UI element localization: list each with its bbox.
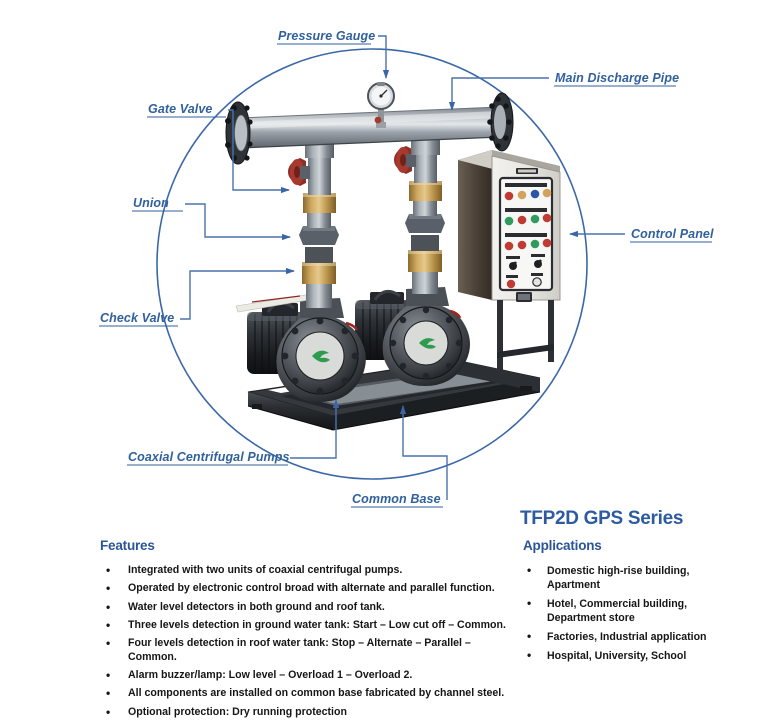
common-base-skid	[247, 359, 541, 431]
features-section: Features Integrated with two units of co…	[100, 538, 510, 724]
panel-buttons	[506, 273, 543, 289]
product-datasheet-page: Pressure Gauge Main Discharge Pipe Gate …	[0, 0, 768, 705]
list-item: Integrated with two units of coaxial cen…	[100, 563, 510, 578]
callout-label-gate-valve: Gate Valve	[148, 102, 212, 116]
control-panel-cabinet	[458, 150, 561, 370]
applications-section: Applications Domestic high-rise building…	[523, 538, 723, 668]
riser-pipe-left	[288, 155, 339, 308]
pressure-gauge-device	[367, 82, 395, 128]
callout-label-check-valve: Check Valve	[100, 311, 174, 325]
callout-label-control-panel: Control Panel	[631, 227, 714, 241]
riser-pipe-right	[394, 146, 445, 294]
booster-pump-set-illustration	[225, 82, 561, 431]
list-item: Four levels detection in roof water tank…	[100, 636, 510, 665]
list-item: Domestic high-rise building, Apartment	[523, 563, 723, 592]
features-heading: Features	[100, 538, 155, 553]
list-item: Hospital, University, School	[523, 648, 723, 664]
applications-list: Domestic high-rise building, Apartment H…	[523, 563, 723, 664]
callout-label-union: Union	[133, 196, 169, 210]
list-item: Water level detectors in both ground and…	[100, 600, 510, 615]
callout-coaxial-centrifugal-pumps: Coaxial Centrifugal Pumps	[127, 399, 340, 466]
diagram-ring	[156, 48, 588, 480]
list-item: All components are installed on common b…	[100, 686, 510, 701]
applications-heading: Applications	[523, 538, 602, 553]
list-item: Operated by electronic control broad wit…	[100, 581, 510, 596]
callout-common-base: Common Base	[351, 405, 448, 508]
coaxial-centrifugal-pump-left	[276, 298, 366, 402]
main-discharge-pipe-assembly	[225, 92, 514, 165]
product-diagram: Pressure Gauge Main Discharge Pipe Gate …	[99, 29, 714, 508]
indicator-row-1	[504, 183, 552, 201]
selector-switches	[506, 254, 545, 270]
indicator-row-3	[504, 233, 552, 251]
callout-pressure-gauge: Pressure Gauge	[277, 29, 390, 79]
callout-control-panel: Control Panel	[569, 227, 714, 243]
callout-main-discharge-pipe: Main Discharge Pipe	[448, 71, 679, 111]
features-list: Integrated with two units of coaxial cen…	[100, 563, 510, 720]
callout-union: Union	[132, 196, 291, 241]
list-item: Three levels detection in ground water t…	[100, 618, 510, 633]
series-title: TFP2D GPS Series	[520, 508, 684, 529]
callout-label-coaxial-centrifugal-pumps: Coaxial Centrifugal Pumps	[128, 450, 290, 464]
callout-label-main-discharge-pipe: Main Discharge Pipe	[555, 71, 679, 85]
callout-check-valve: Check Valve	[99, 267, 295, 327]
callout-label-pressure-gauge: Pressure Gauge	[278, 29, 375, 43]
list-item: Optional protection: Dry running protect…	[100, 705, 510, 720]
list-item: Alarm buzzer/lamp: Low level – Overload …	[100, 668, 510, 683]
callout-label-common-base: Common Base	[352, 492, 441, 506]
list-item: Factories, Industrial application	[523, 629, 723, 645]
flange-right	[487, 92, 514, 152]
flange-left	[225, 101, 253, 165]
callout-gate-valve: Gate Valve	[147, 102, 290, 194]
list-item: Hotel, Commercial building, Department s…	[523, 596, 723, 625]
indicator-row-2	[504, 208, 552, 226]
coaxial-centrifugal-pump-right	[382, 287, 470, 386]
